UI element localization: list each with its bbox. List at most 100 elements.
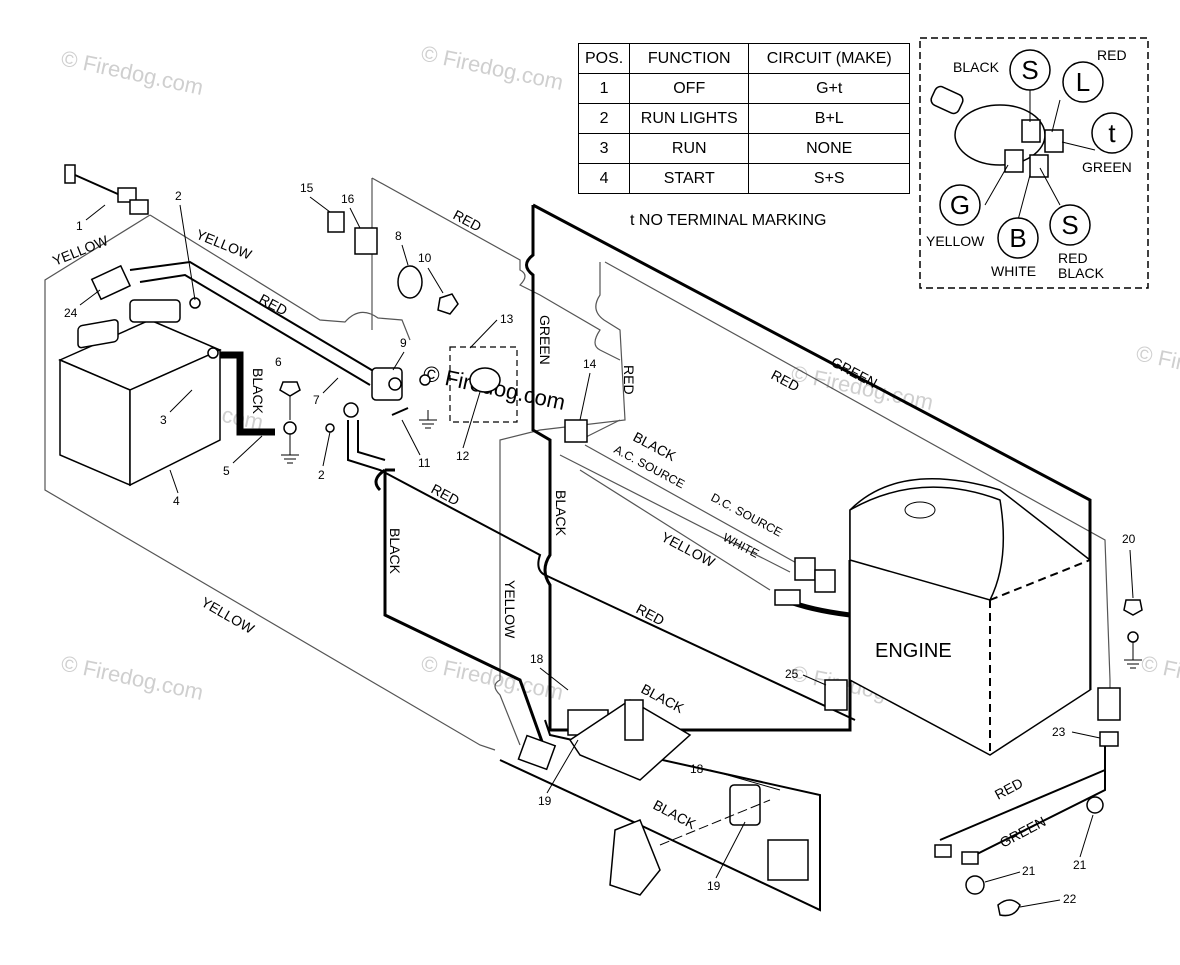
cell-pos: 3 [577,133,631,164]
table-row: 2 RUN LIGHTS B+L [577,103,911,134]
wire-label-green: GREEN [537,315,553,365]
table-row: 4 START S+S [577,163,911,194]
key-part-15 [327,211,345,233]
ac-connector [774,589,801,606]
wire-label-yellow: YELLOW [659,529,719,571]
cell-pos: 4 [577,163,631,194]
cell-function: RUN LIGHTS [629,103,750,134]
engine-label: ENGINE [875,640,952,662]
cell-circuit: B+L [748,103,911,134]
callout: 20 [1122,532,1136,546]
cell-function: OFF [629,73,750,104]
callout: 13 [500,312,514,326]
terminal-g: G [950,190,970,220]
solenoid-part-9 [371,367,431,401]
bulb-part-22 [997,899,1021,917]
ignition-switch-part-12 [469,367,501,393]
engine-wires [559,444,801,591]
callout: 2 [175,189,182,203]
bezel-part-8 [397,265,423,299]
black-battery-cable [210,351,275,436]
callout: 5 [223,464,230,478]
terminal-b: B [1009,223,1026,253]
callout: 1 [76,219,83,233]
callout: 16 [341,192,355,206]
callout: 2 [318,468,325,482]
callout: 15 [300,181,314,195]
table-note: t NO TERMINAL MARKING [630,212,827,229]
callout: 24 [64,306,78,320]
header-function: FUNCTION [629,43,750,74]
callout: 23 [1052,725,1066,739]
seat-switch-part-19 [517,699,692,781]
ignition-switch-box [449,346,518,423]
connector-part-1 [64,164,149,215]
yellow-wire [44,214,496,751]
watermark: © Firedog.com [59,45,206,100]
callout: 18 [690,762,704,776]
cell-pos: 2 [577,103,631,134]
wire-label-red: RED [257,291,291,319]
wire-label-black: BLACK [387,528,403,575]
callout: 6 [275,355,282,369]
ignition-switch-diagram: S L t G B S BLACK RED GREEN YELLOW WHITE… [919,37,1149,289]
ground-symbols [281,410,1142,669]
wire-label-yellow: YELLOW [199,594,258,637]
wire-label-green: GREEN [997,813,1048,851]
connector-harness [1097,687,1121,721]
callout: 25 [785,667,799,681]
terminal-t: t [1108,118,1116,148]
callout: 11 [418,456,431,470]
callout: 12 [456,449,470,463]
red-wire-long [347,420,856,721]
callout: 10 [418,251,432,265]
wire-label-dc-source: D.C. SOURCE [709,490,785,539]
wire-label-black: BLACK [553,490,569,537]
wire-label-red: RED [992,775,1026,803]
callout: 8 [395,229,402,243]
wire-label-black: BLACK [651,797,700,833]
connector-part-14 [564,419,588,443]
callout: 19 [538,794,552,808]
label-black: BLACK [953,59,1000,75]
header-circuit: CIRCUIT (MAKE) [748,43,911,74]
engine: ENGINE [849,478,1091,756]
label-red: RED [1097,47,1127,63]
label-red-2: RED [1058,250,1088,266]
bolt-part-6 [279,381,301,420]
part-callouts: 1 2 2 3 4 5 6 7 8 9 10 11 12 13 14 15 16… [64,181,1136,908]
callout: 19 [707,879,721,893]
callout: 18 [530,652,544,666]
label-green: GREEN [1082,159,1132,175]
watermark: © Firedog.com [1139,650,1180,705]
wire-label-black: BLACK [250,368,266,415]
watermark: © Firedog.com [419,40,566,95]
callout: 3 [160,413,167,427]
nut-part-2b [325,423,335,433]
header-pos: POS. [577,43,631,74]
wire-label-yellow: YELLOW [50,232,111,269]
wire-label-yellow: YELLOW [502,580,518,639]
bulb-socket-part-21 [1086,796,1104,814]
callout: 9 [400,336,407,350]
connector-part-23 [1099,731,1119,747]
red-wire-top [371,177,626,746]
nut-part-10 [437,293,459,315]
black-wire-lower [499,719,821,912]
part-25 [824,679,848,711]
callout: 7 [313,393,320,407]
battery [58,299,222,487]
terminal-boot-part-24 [90,264,132,301]
bulb-socket-part-21b [965,875,985,895]
label-white: WHITE [991,263,1036,279]
table-header-row: POS. FUNCTION CIRCUIT (MAKE) [577,43,911,74]
screw-part-11 [391,407,409,416]
label-black-2: BLACK [1058,265,1105,281]
wire-label-red: RED [621,365,637,395]
watermark: © Firedog.com [1134,340,1180,395]
cell-pos: 1 [577,73,631,104]
terminal-s-bottom: S [1061,210,1078,240]
black-wire-frame [374,203,1092,751]
harness-end-red [934,844,952,858]
cell-function: START [629,163,750,194]
